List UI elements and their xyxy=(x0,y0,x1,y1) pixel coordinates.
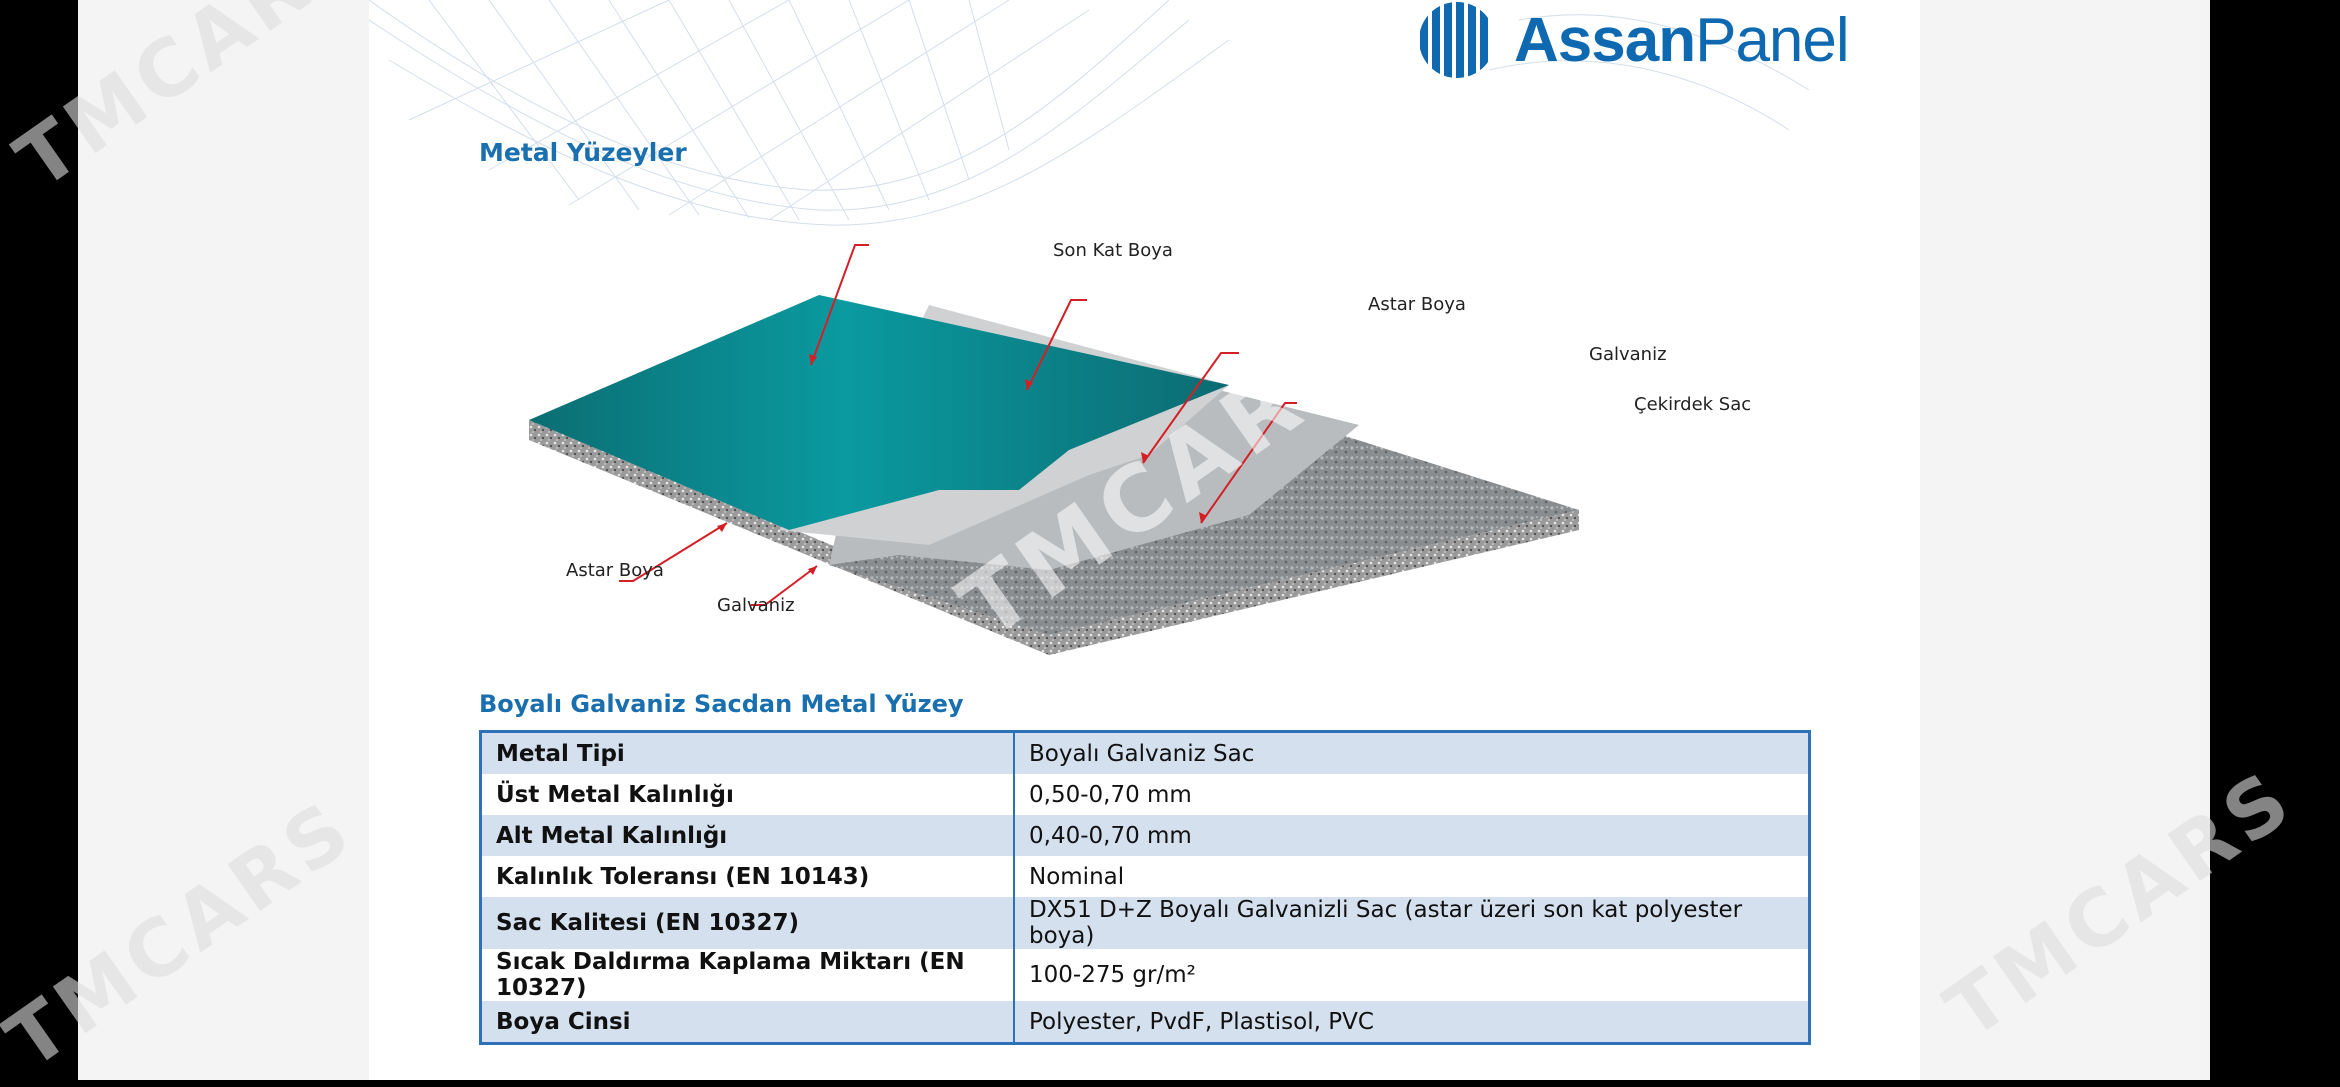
row-label: Kalınlık Toleransı (EN 10143) xyxy=(480,856,1015,897)
row-label: Alt Metal Kalınlığı xyxy=(480,815,1015,856)
row-value: Boyalı Galvaniz Sac xyxy=(1014,731,1810,774)
left-margin-panel xyxy=(78,0,369,1080)
table-row: Sıcak Daldırma Kaplama Miktarı (EN 10327… xyxy=(480,949,1810,1001)
decorative-mesh xyxy=(369,0,1810,226)
table-row: Metal Tipi Boyalı Galvaniz Sac xyxy=(480,731,1810,774)
row-value: 100-275 gr/m² xyxy=(1014,949,1810,1001)
section-title: Metal Yüzeyler xyxy=(479,138,687,167)
row-value: 0,50-0,70 mm xyxy=(1014,774,1810,815)
right-margin-panel xyxy=(1920,0,2210,1080)
row-label: Metal Tipi xyxy=(480,731,1015,774)
assanpanel-emblem-icon xyxy=(1420,2,1488,78)
row-label: Sıcak Daldırma Kaplama Miktarı (EN 10327… xyxy=(480,949,1015,1001)
table-row: Boya Cinsi Polyester, PvdF, Plastisol, P… xyxy=(480,1001,1810,1044)
assanpanel-logo: AssanPanel xyxy=(1418,0,1850,80)
row-label: Sac Kalitesi (EN 10327) xyxy=(480,897,1015,949)
callout-primer-bottom: Astar Boya xyxy=(566,560,664,581)
table-row: Alt Metal Kalınlığı 0,40-0,70 mm xyxy=(480,815,1810,856)
callout-galvanize-bottom: Galvaniz xyxy=(717,595,795,616)
row-label: Üst Metal Kalınlığı xyxy=(480,774,1015,815)
leader-primer-bottom xyxy=(619,522,728,582)
table-title: Boyalı Galvaniz Sacdan Metal Yüzey xyxy=(479,690,964,718)
callout-galvanize-top: Galvaniz xyxy=(1589,344,1667,365)
brand-name: AssanPanel xyxy=(1514,5,1850,75)
table-row: Kalınlık Toleransı (EN 10143) Nominal xyxy=(480,856,1810,897)
leader-core-steel xyxy=(1200,402,1297,524)
row-value: Polyester, PvdF, Plastisol, PVC xyxy=(1014,1001,1810,1044)
leader-top-coat xyxy=(810,244,869,366)
row-value: Nominal xyxy=(1014,856,1810,897)
leader-primer-top xyxy=(1026,299,1087,391)
row-label: Boya Cinsi xyxy=(480,1001,1015,1044)
table-row: Sac Kalitesi (EN 10327) DX51 D+Z Boyalı … xyxy=(480,897,1810,949)
leader-galvanize-top xyxy=(1142,352,1239,464)
callout-primer-top: Astar Boya xyxy=(1368,294,1466,315)
top-coat-layer xyxy=(529,295,1229,530)
right-black-bar xyxy=(2210,0,2340,1080)
left-black-bar xyxy=(0,0,78,1080)
leader-galvanize-bottom xyxy=(751,565,818,606)
table-row: Üst Metal Kalınlığı 0,50-0,70 mm xyxy=(480,774,1810,815)
row-value: DX51 D+Z Boyalı Galvanizli Sac (astar üz… xyxy=(1014,897,1810,949)
callout-top-coat: Son Kat Boya xyxy=(1053,240,1173,261)
spec-table: Metal Tipi Boyalı Galvaniz Sac Üst Metal… xyxy=(479,730,1811,1045)
document-page: AssanPanel Metal Yüzeyler xyxy=(369,0,1920,1080)
panel-layer-diagram xyxy=(529,244,1579,655)
row-value: 0,40-0,70 mm xyxy=(1014,815,1810,856)
callout-core-steel: Çekirdek Sac xyxy=(1634,394,1752,415)
